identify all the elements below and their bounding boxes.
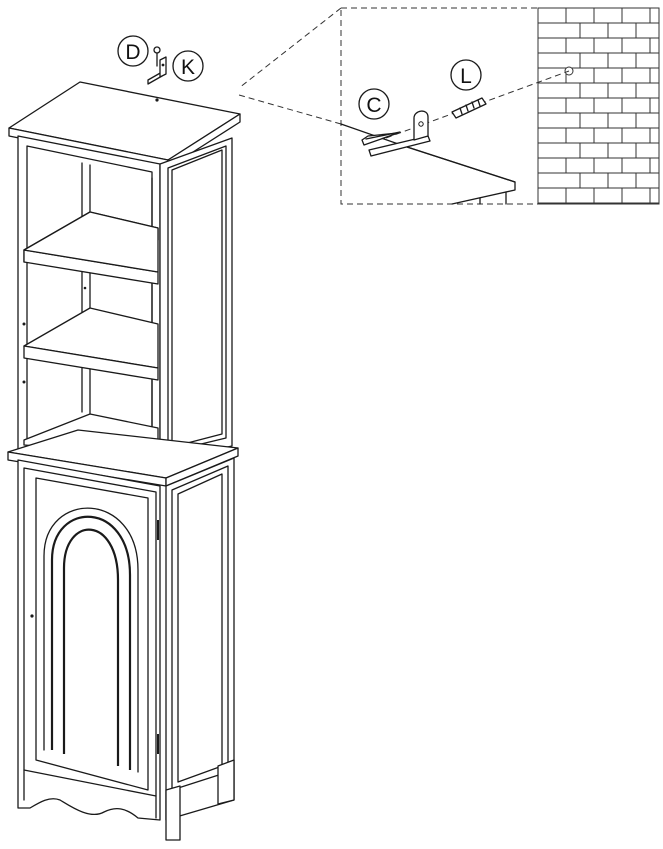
cabinet-upper-section [17, 135, 233, 463]
wall-anchor-icon [451, 97, 487, 119]
callout-l-label: L [460, 65, 472, 88]
brick-wall-icon [537, 7, 660, 205]
l-bracket-icon [147, 56, 167, 85]
callout-c-label: C [366, 94, 381, 117]
top-hardware-callout: D K [117, 35, 204, 85]
l-bracket-icon [368, 110, 431, 157]
screw-icon [153, 46, 161, 67]
callout-k-label: K [181, 56, 195, 79]
cabinet-lower-section [17, 457, 235, 841]
cabinet-middle-board [7, 429, 239, 487]
screw-icon [361, 131, 401, 146]
tall-cabinet-icon [7, 81, 241, 841]
callout-c-circle [358, 88, 390, 120]
callout-k-circle [172, 50, 204, 82]
callout-l-circle [450, 59, 482, 91]
callout-d-circle [117, 35, 149, 67]
wall-mount-detail: C L [238, 7, 660, 205]
callout-d-label: D [125, 41, 140, 64]
